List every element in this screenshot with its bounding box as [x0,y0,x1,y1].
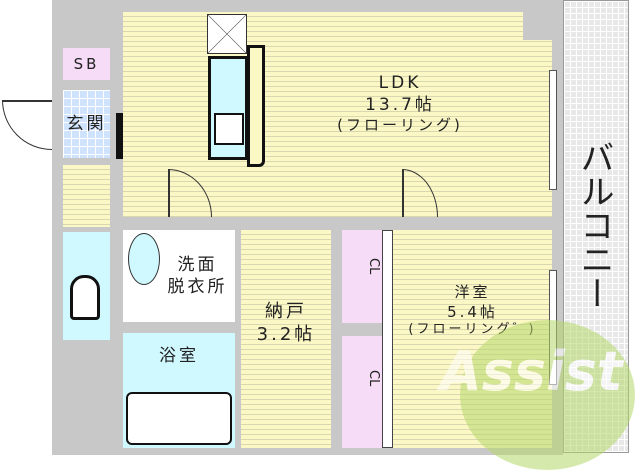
closet-2-label: CL [366,370,381,387]
washroom-line2: 脱衣所 [167,277,228,298]
entrance-partition [116,113,123,159]
closet-doors[interactable] [382,230,393,448]
hallway [63,165,110,227]
entrance-label: 玄関 [66,114,107,134]
western-name: 洋室 [454,283,491,301]
ldk-size: 13.7帖 [365,95,435,116]
watermark-circle [460,320,635,470]
closet-2 [342,336,382,448]
entrance [63,90,110,158]
kitchen-bar [247,45,265,167]
ldk-name: LDK [378,73,422,93]
ldk-floor: (フローリング) [337,116,463,135]
window-ldk [549,70,557,190]
bathtub-icon [126,392,232,445]
shoe-box [63,48,110,80]
toilet-icon [70,275,100,320]
wall-notch [523,0,563,40]
refrigerator-space [207,14,247,54]
storage-name: 納戸 [265,301,307,322]
storage-room [241,230,331,448]
balcony-label: バルコニー [574,140,614,310]
closet-1-label: CL [366,258,381,275]
washbasin-icon [128,233,160,285]
bath-label: 浴室 [159,346,199,366]
sink-icon [214,113,244,145]
front-door[interactable] [2,100,52,150]
shoe-box-label: SB [73,55,100,73]
storage-size: 3.2帖 [256,324,316,346]
watermark-text: Assist [440,340,623,403]
watermark-logo: Assist [440,320,640,470]
washroom-line1: 洗面 [177,255,218,275]
washroom-label: 洗面脱衣所 [160,254,235,298]
western-size: 5.4帖 [447,302,498,321]
closet-1 [342,230,382,323]
